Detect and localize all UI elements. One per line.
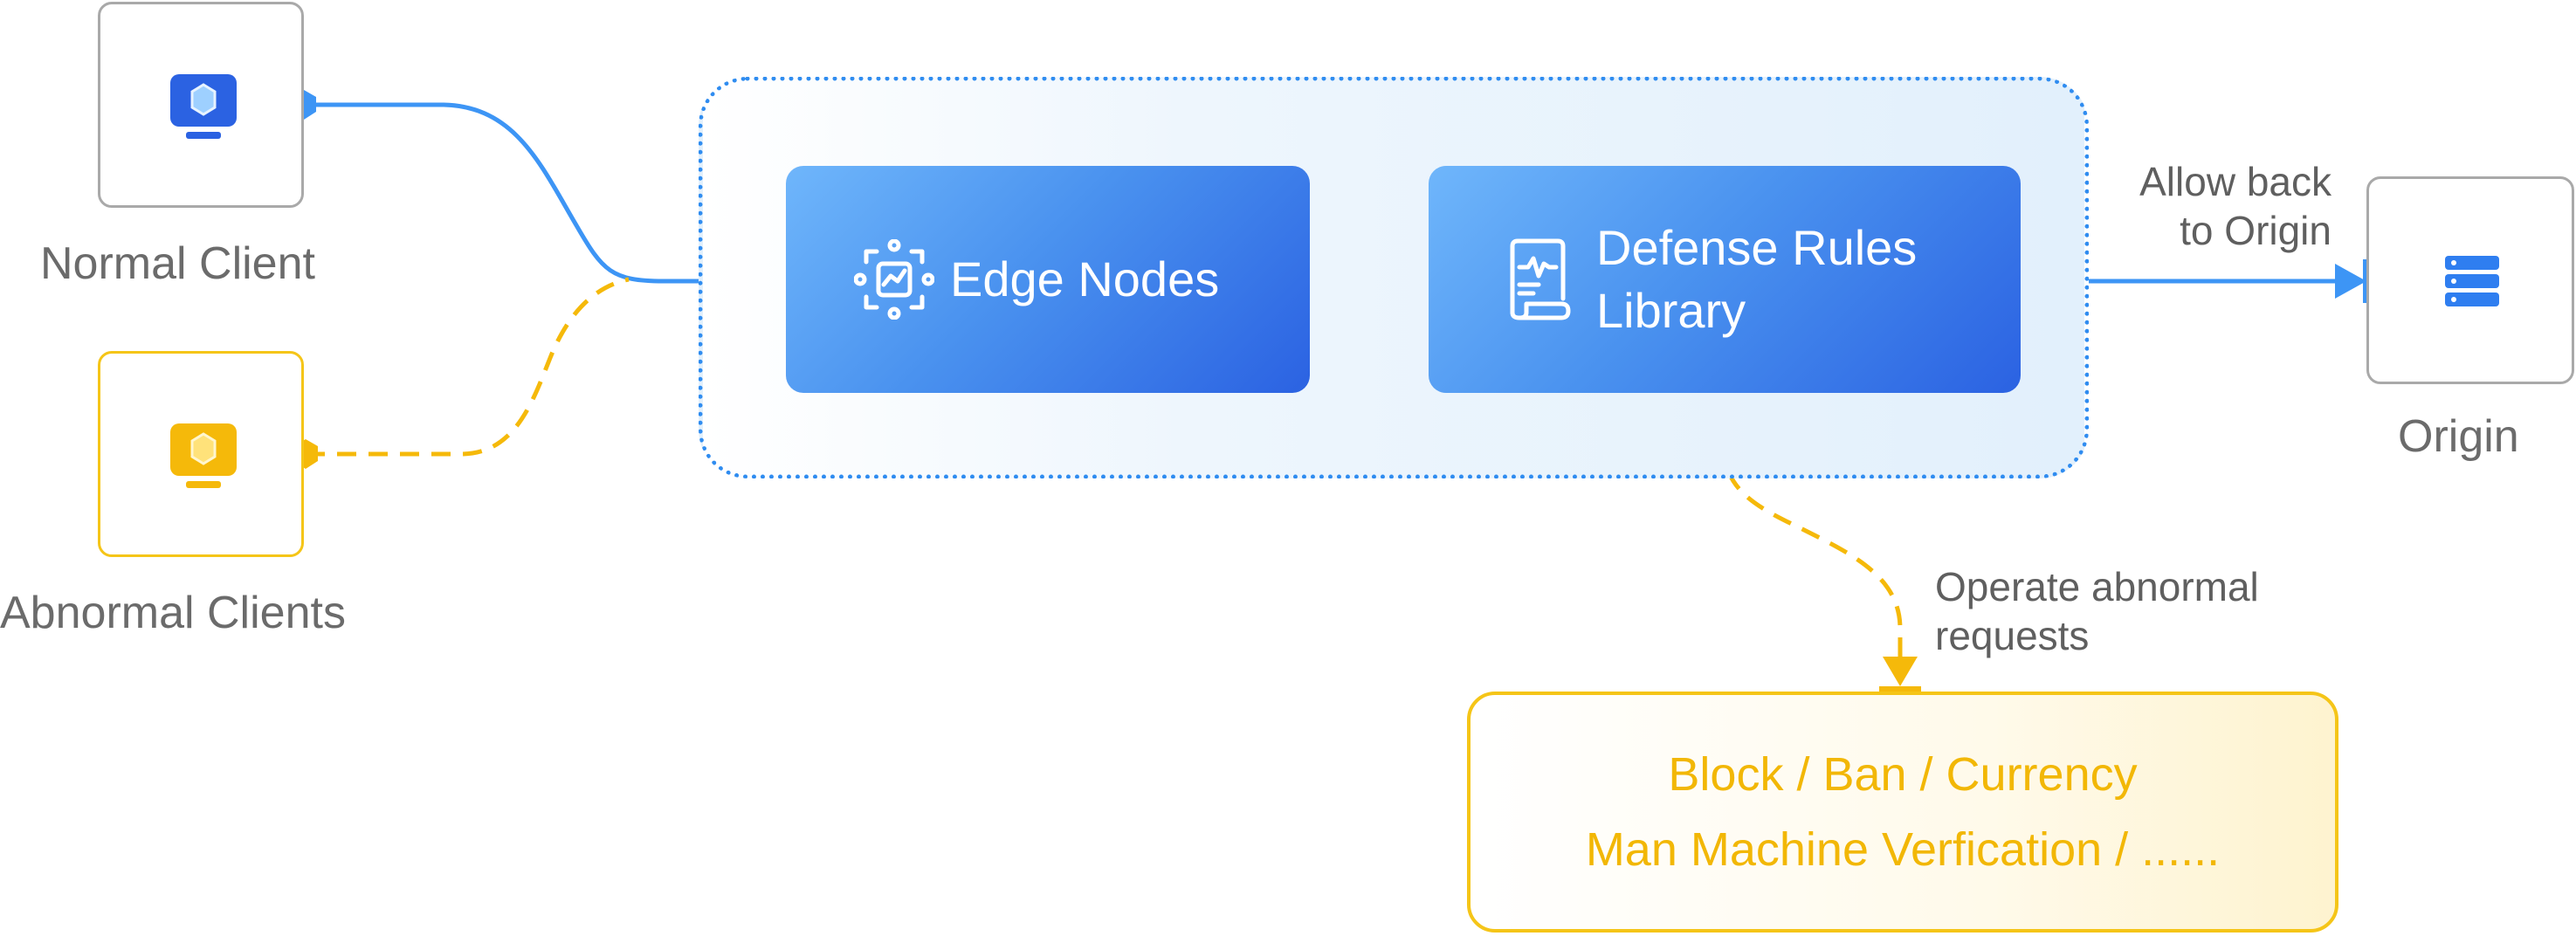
result-input-port — [1879, 686, 1921, 693]
normal-flow-line — [304, 102, 751, 284]
allow-back-line2: to Origin — [2180, 208, 2331, 253]
abnormal-flow-line — [306, 277, 630, 457]
handling-actions-line1: Block / Ban / Currency — [1668, 748, 2138, 801]
origin-label: Origin — [2398, 411, 2519, 462]
monitor-icon — [170, 74, 237, 139]
edge-node-icon — [854, 239, 934, 320]
edge-nodes-card: Edge Nodes — [786, 166, 1310, 393]
abnormal-handling-arrowhead — [1883, 657, 1918, 686]
operate-line1: Operate abnormal — [1935, 564, 2259, 609]
defense-rules-label-line1: Defense Rules — [1596, 220, 1918, 275]
operate-line2: requests — [1935, 613, 2090, 658]
abnormal-client-box — [98, 351, 304, 557]
edge-nodes-label: Edge Nodes — [950, 251, 1220, 306]
rules-document-icon — [1510, 238, 1571, 320]
operate-note: Operate abnormal requests — [1935, 562, 2259, 660]
rules-to-origin-arrowhead — [2335, 264, 2366, 299]
allow-back-note: Allow back to Origin — [2078, 157, 2331, 255]
normal-client-box — [98, 2, 304, 208]
handling-actions-box: Block / Ban / Currency Man Machine Verfi… — [1467, 692, 2338, 933]
defense-rules-label-line2: Library — [1596, 283, 1746, 338]
defense-rules-card: Defense Rules Library — [1429, 166, 2021, 393]
normal-client-label: Normal Client — [40, 238, 315, 289]
handling-actions-line2: Man Machine Verfication / ...... — [1585, 823, 2221, 876]
allow-back-line1: Allow back — [2139, 159, 2331, 204]
monitor-icon — [170, 423, 237, 488]
origin-box — [2366, 176, 2574, 384]
abnormal-clients-label: Abnormal Clients — [0, 588, 346, 638]
server-stack-icon — [2445, 256, 2499, 306]
